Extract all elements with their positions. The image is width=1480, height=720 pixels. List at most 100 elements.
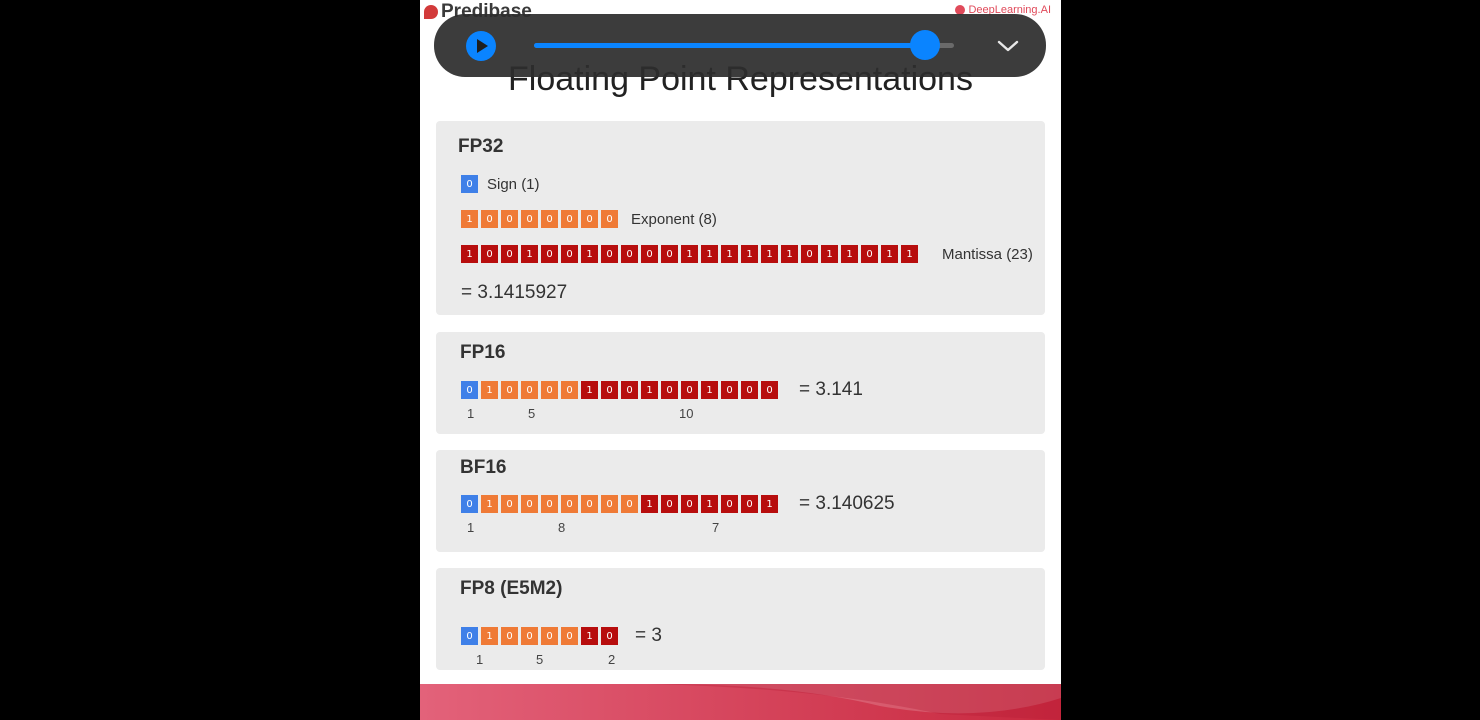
fp16-sign-bit: 0 bbox=[461, 381, 478, 399]
fp32-mantissa-bit: 1 bbox=[761, 245, 778, 263]
fp32-sign-bit: 0 bbox=[461, 175, 478, 193]
fp32-mantissa-bit: 0 bbox=[861, 245, 878, 263]
bf16-sign-bit: 0 bbox=[461, 495, 478, 513]
fp32-exponent-bit: 1 bbox=[461, 210, 478, 228]
bf16-mantissa-bit: 1 bbox=[641, 495, 658, 513]
bf16-result: = 3.140625 bbox=[799, 493, 895, 514]
fp32-mantissa-bit: 1 bbox=[521, 245, 538, 263]
fp32-exponent-bit: 0 bbox=[601, 210, 618, 228]
fp8-mantissa-bit: 0 bbox=[601, 627, 618, 645]
fp32-mantissa-bit: 0 bbox=[501, 245, 518, 263]
fp32-mantissa-bit: 0 bbox=[801, 245, 818, 263]
fp32-mantissa-bit: 1 bbox=[721, 245, 738, 263]
bf16-mantissa-bit: 0 bbox=[721, 495, 738, 513]
bf16-exponent-bit: 0 bbox=[501, 495, 518, 513]
fp32-mantissa-bit: 0 bbox=[561, 245, 578, 263]
fp32-sign-bits: 0 bbox=[461, 175, 481, 193]
progress-track[interactable] bbox=[534, 30, 954, 60]
fp32-exponent-bit: 0 bbox=[541, 210, 558, 228]
progress-fill bbox=[534, 43, 925, 48]
fp8-exponent-bit: 0 bbox=[501, 627, 518, 645]
deeplearning-logo: DeepLearning.AI bbox=[955, 4, 1051, 16]
deeplearning-logo-icon bbox=[955, 5, 966, 15]
fp32-mantissa-bit: 1 bbox=[741, 245, 758, 263]
fp8-exponent-bit: 0 bbox=[541, 627, 558, 645]
fp32-mantissa-bit: 1 bbox=[781, 245, 798, 263]
fp32-exponent-bit: 0 bbox=[501, 210, 518, 228]
fp32-mantissa-bit: 0 bbox=[661, 245, 678, 263]
fp32-mantissa-bit: 0 bbox=[541, 245, 558, 263]
fp16-exponent-bit: 0 bbox=[561, 381, 578, 399]
play-button[interactable] bbox=[466, 31, 496, 61]
fp16-exponent-bit: 0 bbox=[541, 381, 558, 399]
bf16-mantissa-bit: 1 bbox=[761, 495, 778, 513]
bf16-exponent-bit: 0 bbox=[521, 495, 538, 513]
bf16-mantissa-bit: 1 bbox=[701, 495, 718, 513]
fp32-mantissa-bit: 0 bbox=[481, 245, 498, 263]
fp8-mantissa-bit: 1 bbox=[581, 627, 598, 645]
bf16-mantissa-count: 7 bbox=[712, 520, 720, 535]
fp32-mantissa-bit: 1 bbox=[821, 245, 838, 263]
fp16-result: = 3.141 bbox=[799, 379, 863, 400]
fp32-exponent-bit: 0 bbox=[581, 210, 598, 228]
fp32-sign-label: Sign (1) bbox=[487, 176, 540, 193]
fp16-mantissa-bit: 0 bbox=[721, 381, 738, 399]
fp32-mantissa-bit: 1 bbox=[461, 245, 478, 263]
fp16-exponent-bit: 0 bbox=[501, 381, 518, 399]
fp8-exponent-count: 5 bbox=[536, 652, 544, 667]
fp8-result: = 3 bbox=[635, 625, 662, 646]
fp32-exponent-bit: 0 bbox=[521, 210, 538, 228]
bf16-exponent-bit: 1 bbox=[481, 495, 498, 513]
fp16-sign-count: 1 bbox=[467, 406, 475, 421]
bf16-exponent-bit: 0 bbox=[581, 495, 598, 513]
fp32-mantissa-label: Mantissa (23) bbox=[942, 246, 1033, 263]
fp16-mantissa-bit: 1 bbox=[641, 381, 658, 399]
fp32-exponent-label: Exponent (8) bbox=[631, 211, 717, 228]
fp8-title: FP8 (E5M2) bbox=[460, 578, 563, 599]
bottom-decoration bbox=[420, 684, 1061, 720]
fp32-mantissa-bit: 1 bbox=[881, 245, 898, 263]
bf16-mantissa-bit: 0 bbox=[741, 495, 758, 513]
fp16-mantissa-count: 10 bbox=[679, 406, 694, 421]
fp16-title: FP16 bbox=[460, 342, 506, 363]
fp32-mantissa-bit: 1 bbox=[681, 245, 698, 263]
fp16-mantissa-bit: 0 bbox=[681, 381, 698, 399]
fp32-mantissa-bit: 0 bbox=[621, 245, 638, 263]
fp32-mantissa-bit: 1 bbox=[901, 245, 918, 263]
fp16-mantissa-bit: 0 bbox=[621, 381, 638, 399]
bf16-exponent-bit: 0 bbox=[621, 495, 638, 513]
bf16-exponent-bit: 0 bbox=[561, 495, 578, 513]
media-player-bar bbox=[434, 14, 1046, 77]
fp8-mantissa-count: 2 bbox=[608, 652, 616, 667]
fp32-mantissa-bit: 1 bbox=[841, 245, 858, 263]
fp16-mantissa-bit: 0 bbox=[661, 381, 678, 399]
fp32-mantissa-bit: 0 bbox=[601, 245, 618, 263]
fp16-mantissa-bit: 0 bbox=[741, 381, 758, 399]
fp32-result: = 3.1415927 bbox=[461, 282, 568, 303]
bf16-title: BF16 bbox=[460, 457, 507, 478]
deeplearning-brand: DeepLearning.AI bbox=[968, 4, 1051, 16]
bf16-exponent-bit: 0 bbox=[541, 495, 558, 513]
fp32-mantissa-bit: 0 bbox=[641, 245, 658, 263]
fp8-exponent-bit: 0 bbox=[521, 627, 538, 645]
fp8-sign-count: 1 bbox=[476, 652, 484, 667]
fp8-exponent-bit: 1 bbox=[481, 627, 498, 645]
fp16-exponent-bit: 1 bbox=[481, 381, 498, 399]
chevron-down-icon[interactable] bbox=[996, 34, 1020, 58]
bf16-sign-count: 1 bbox=[467, 520, 475, 535]
fp16-mantissa-bit: 1 bbox=[581, 381, 598, 399]
fp32-mantissa-bit: 1 bbox=[581, 245, 598, 263]
progress-thumb[interactable] bbox=[909, 30, 940, 60]
fp32-title: FP32 bbox=[458, 136, 504, 157]
fp16-exponent-count: 5 bbox=[528, 406, 536, 421]
fp8-exponent-bit: 0 bbox=[561, 627, 578, 645]
